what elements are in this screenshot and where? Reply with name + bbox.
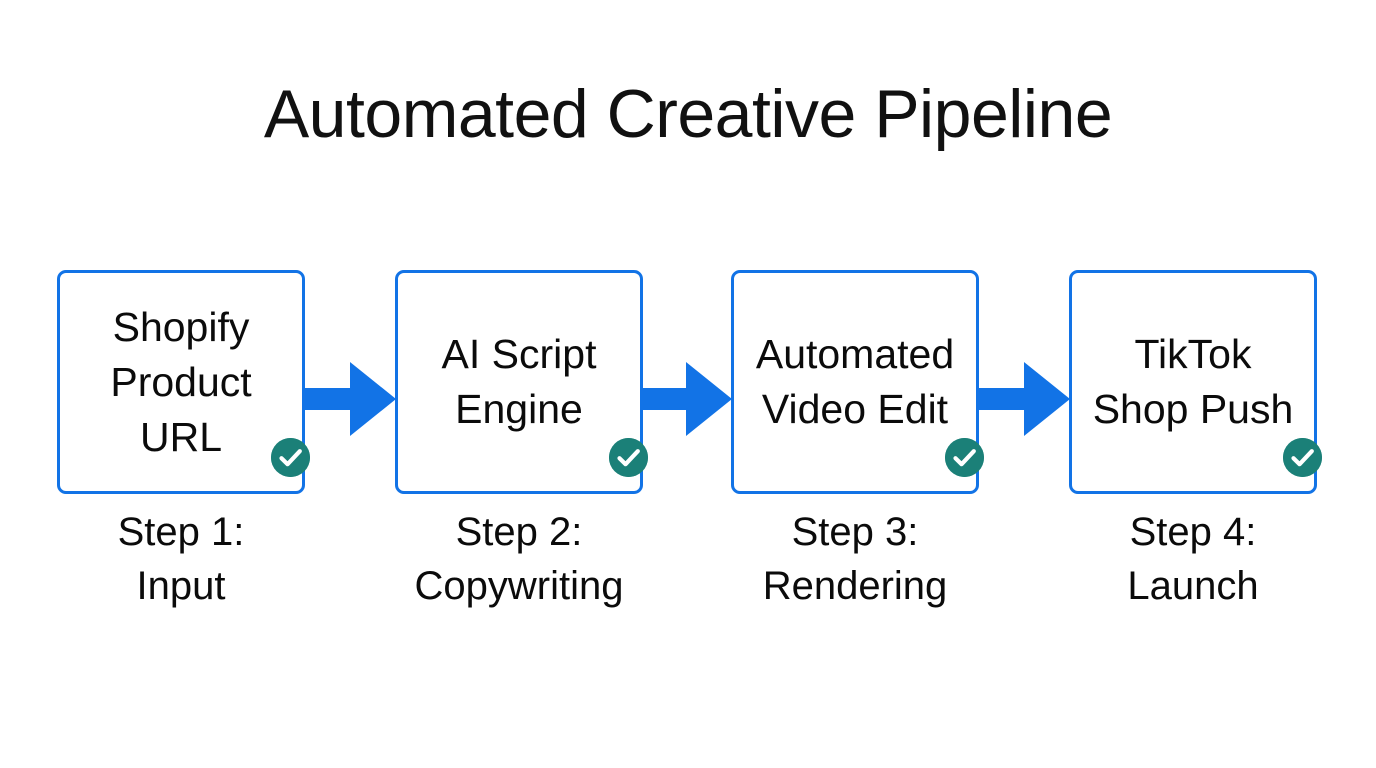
check-circle-icon [271, 438, 310, 477]
pipeline-step-caption-3: Step 3: Rendering [762, 510, 948, 608]
pipeline-step-caption-4: Step 4: Launch [1127, 510, 1259, 608]
pipeline-step-node-label: Automated Video Edit [755, 331, 955, 432]
page-title: Automated Creative Pipeline [263, 76, 1113, 152]
pipeline-step-node-2[interactable]: AI Script Engine [395, 270, 648, 494]
check-circle-icon [1283, 438, 1322, 477]
pipeline-steps-row: Shopify Product URL AI Script Engine Aut… [57, 270, 1322, 494]
pipeline-step-caption-2: Step 2: Copywriting [414, 510, 624, 608]
right-arrow-icon [304, 362, 396, 436]
pipeline-step-node-label: AI Script Engine [441, 331, 597, 432]
pipeline-step-node-label: Shopify Product URL [110, 303, 252, 460]
pipeline-step-captions: Step 1: Input Step 2: Copywriting Step 3… [57, 505, 1319, 615]
pipeline-step-node-4[interactable]: TikTok Shop Push [1069, 270, 1322, 494]
right-arrow-icon [640, 362, 732, 436]
pipeline-step-caption-1: Step 1: Input [117, 510, 245, 608]
right-arrow-icon [978, 362, 1070, 436]
pipeline-step-node-label: TikTok Shop Push [1092, 331, 1294, 432]
pipeline-step-node-1[interactable]: Shopify Product URL [57, 270, 310, 494]
check-circle-icon [945, 438, 984, 477]
pipeline-step-node-3[interactable]: Automated Video Edit [731, 270, 984, 494]
check-circle-icon [609, 438, 648, 477]
